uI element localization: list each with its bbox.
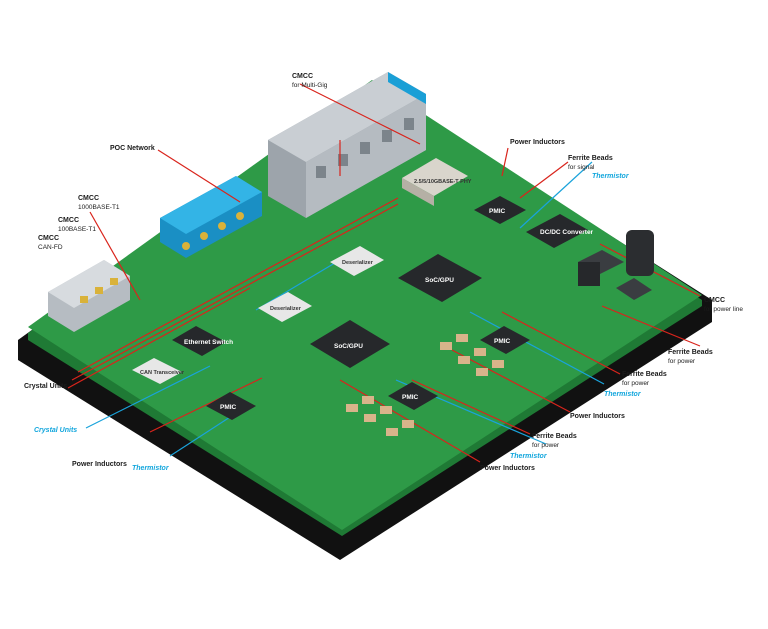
chip-soc-gpu-2-label: SoC/GPU: [334, 343, 363, 350]
chip-pmic-top-label: PMIC: [489, 208, 506, 215]
chip-deserializer-2: Deserializer: [258, 292, 312, 322]
rj45-connectors: [48, 260, 130, 332]
label-thermistor-lower: Thermistor: [510, 453, 548, 460]
chip-pmic-left: PMIC: [206, 392, 256, 420]
label-ferrite-beads-power-2-sub: for power: [622, 380, 650, 387]
poc-connectors: [160, 176, 262, 258]
chip-pmic-top: PMIC: [474, 196, 526, 224]
label-cmcc-1000-sub: 1000BASE-T1: [78, 204, 120, 211]
label-power-inductors-top: Power Inductors: [510, 139, 565, 146]
label-thermistor-top: Thermistor: [592, 173, 630, 180]
label-cmcc-100-sub: 100BASE-T1: [58, 226, 96, 233]
chip-can-transceiver: CAN Transceiver: [132, 358, 185, 384]
label-power-inductors-bottom: Power Inductors: [480, 465, 535, 472]
multigig-connector: [268, 72, 426, 218]
chip-dcdc: DC/DC Converter: [526, 214, 594, 248]
label-cmcc-can-sub: CAN-FD: [38, 244, 63, 251]
chip-ethernet-switch: Ethernet Switch: [172, 326, 233, 356]
label-crystal-units-blue: Crystal Units: [34, 427, 77, 434]
label-ferrite-beads-power-3: Ferrite Beads: [532, 433, 577, 440]
label-poc-network: POC Network: [110, 145, 155, 152]
chip-soc-gpu-1-label: SoC/GPU: [425, 277, 454, 284]
chip-soc-gpu-2: SoC/GPU: [310, 320, 390, 368]
label-cmcc-power-sub: for power line: [704, 306, 743, 313]
label-cmcc-can: CMCC: [38, 235, 59, 242]
label-cmcc-power: CMCC: [704, 297, 725, 304]
label-ferrite-beads-power-1: Ferrite Beads: [668, 349, 713, 356]
chip-pmic-right-label: PMIC: [494, 338, 511, 345]
label-cmcc-100: CMCC: [58, 217, 79, 224]
power-module: [578, 230, 654, 300]
label-ferrite-beads-power-1-sub: for power: [668, 358, 696, 365]
chip-deserializer-1-label: Deserializer: [342, 260, 374, 266]
label-ferrite-beads-signal-sub: for signal: [568, 164, 595, 171]
label-cmcc-multigig: CMCC: [292, 73, 313, 80]
label-cmcc-1000: CMCC: [78, 195, 99, 202]
red-traces: [67, 83, 701, 463]
chip-deserializer-1: Deserializer: [330, 246, 384, 276]
label-ferrite-beads-power-2: Ferrite Beads: [622, 371, 667, 378]
chip-ethernet-switch-label: Ethernet Switch: [184, 339, 233, 346]
chip-pmic-mid-label: PMIC: [402, 394, 419, 401]
label-cmcc-multigig-sub: for Multi-Gig: [292, 82, 328, 89]
chip-dcdc-label: DC/DC Converter: [540, 229, 594, 236]
label-ferrite-beads-signal: Ferrite Beads: [568, 155, 613, 162]
chip-phy-label: 2.5/5/10GBASE-T PHY: [414, 179, 472, 185]
board-top: [28, 80, 702, 530]
chip-pmic-right: PMIC: [480, 326, 530, 354]
passives: [346, 334, 504, 436]
label-thermistor-right: Thermistor: [604, 391, 642, 398]
chip-phy: 2.5/5/10GBASE-T PHY: [402, 158, 472, 206]
chip-soc-gpu-1: SoC/GPU: [398, 254, 482, 302]
label-thermistor-left: Thermistor: [132, 465, 170, 472]
label-power-inductors-mid: Power Inductors: [570, 413, 625, 420]
label-crystal-units: Crystal Units: [24, 383, 67, 390]
chip-deserializer-2-label: Deserializer: [270, 306, 302, 312]
label-ferrite-beads-power-3-sub: for power: [532, 442, 560, 449]
chip-pmic-left-label: PMIC: [220, 404, 237, 411]
label-power-inductors-left: Power Inductors: [72, 461, 127, 468]
chip-can-transceiver-label: CAN Transceiver: [140, 370, 185, 376]
chip-pmic-mid: PMIC: [388, 382, 438, 410]
